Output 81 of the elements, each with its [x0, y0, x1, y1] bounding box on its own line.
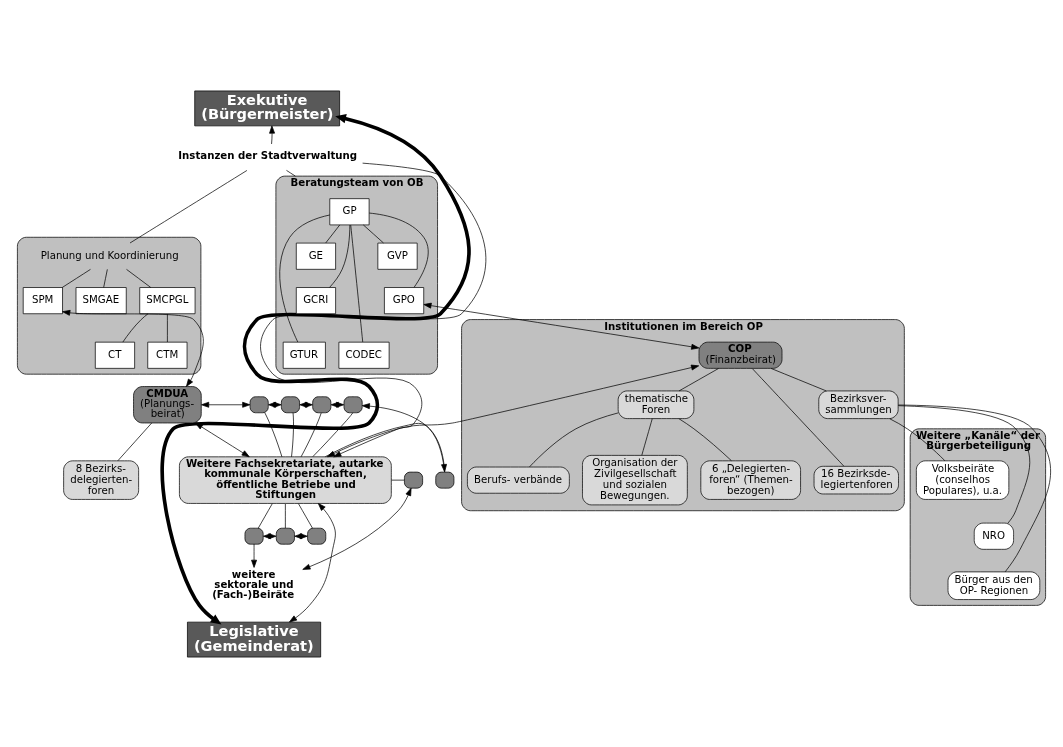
- node-box: SMCPGL: [139, 286, 196, 314]
- node-box: [249, 395, 269, 413]
- arrow: [201, 401, 251, 408]
- node-box: [312, 395, 332, 413]
- node-box: 6 „Delegierten- foren“ (Themen- bezogen): [700, 459, 801, 500]
- node-box: thematische Foren: [617, 390, 695, 419]
- node-box: [435, 471, 455, 488]
- connector: [329, 224, 351, 288]
- node-box: 8 Bezirks- delegierten- foren: [63, 459, 139, 500]
- node-box: CT: [94, 341, 135, 369]
- connector: [264, 412, 283, 457]
- connector: [286, 169, 296, 176]
- node-box: Berufs- verbände: [467, 466, 570, 494]
- node-box: [281, 395, 300, 413]
- node-box: GE: [295, 242, 336, 270]
- connector: [324, 422, 445, 472]
- node-box: [307, 527, 327, 545]
- connector: [61, 268, 91, 288]
- node-box: Bürger aus den OP- Regionen: [947, 571, 1041, 600]
- connector: [257, 502, 273, 529]
- connector: [529, 412, 619, 467]
- node-box: SMGAE: [75, 286, 127, 314]
- connector: [641, 417, 653, 456]
- node-box: NRO: [973, 522, 1014, 550]
- node-box: [275, 527, 295, 545]
- connector: [325, 224, 341, 243]
- node-box: [343, 395, 363, 413]
- node-box: Weitere Fachsekretariate, autarke kommunale Körperschaften, öffentliche Betriebe und Stiftungen: [179, 455, 392, 504]
- arrow: [160, 113, 471, 625]
- node-text: Instanzen der Stadtverwaltung: [178, 149, 358, 161]
- node-box: CODEC: [338, 341, 390, 369]
- arrow: [361, 402, 447, 472]
- cluster: [17, 236, 202, 375]
- connector: [103, 268, 108, 288]
- connector: [678, 367, 719, 391]
- connector: [770, 367, 827, 391]
- connector: [279, 214, 331, 342]
- connector: [300, 412, 322, 457]
- node-text: Planung und Koordinierung: [40, 249, 179, 261]
- arrow: [251, 543, 257, 568]
- connector: [312, 412, 353, 457]
- connector: [678, 417, 732, 461]
- node-box: SPM: [22, 286, 63, 314]
- arrow: [195, 422, 250, 457]
- arrow: [260, 162, 487, 457]
- connector: [291, 412, 294, 457]
- node-box: GPO: [384, 286, 425, 314]
- connector: [117, 422, 153, 461]
- arrow: [289, 502, 336, 622]
- connector: [298, 502, 313, 529]
- connector: [350, 224, 364, 342]
- connector: [167, 313, 168, 342]
- arrow: [62, 309, 204, 387]
- node-box: [404, 471, 423, 488]
- node-box: CMDUA (Planungs- beirat): [133, 385, 202, 423]
- node-box: 16 Bezirksde- legiertenforen: [813, 465, 899, 494]
- connector: [363, 224, 384, 243]
- connector: [122, 312, 149, 342]
- node-box: GTUR: [282, 341, 326, 369]
- node-text: weitere sektorale und (Fach-)Beiräte: [212, 568, 295, 600]
- node-box: Bezirksver- sammlungen: [818, 390, 899, 419]
- connector: [285, 502, 286, 529]
- node-box: [244, 527, 264, 545]
- connector: [368, 212, 429, 288]
- node-box: CTM: [147, 341, 188, 369]
- node-box: Legislative (Gemeinderat): [187, 621, 322, 657]
- arrow: [326, 364, 700, 457]
- node-box: Organisation der Zivilgesellschaft und sozialen Bewegungen.: [582, 454, 688, 505]
- node-box: Volksbeiräte (conselhos Populares), u.a.: [916, 459, 1010, 500]
- connector: [391, 479, 405, 480]
- connector: [897, 404, 1051, 572]
- arrow: [423, 302, 700, 350]
- node-box: COP (Finanzbeirat): [698, 341, 783, 369]
- connector: [751, 367, 845, 466]
- arrow: [269, 125, 275, 144]
- connector: [126, 268, 152, 288]
- node-box: GVP: [377, 242, 418, 270]
- node-box: GP: [329, 197, 370, 225]
- node-box: Exekutive (Bürgermeister): [194, 90, 340, 126]
- node-box: GCRI: [295, 286, 336, 314]
- connector: [889, 417, 946, 461]
